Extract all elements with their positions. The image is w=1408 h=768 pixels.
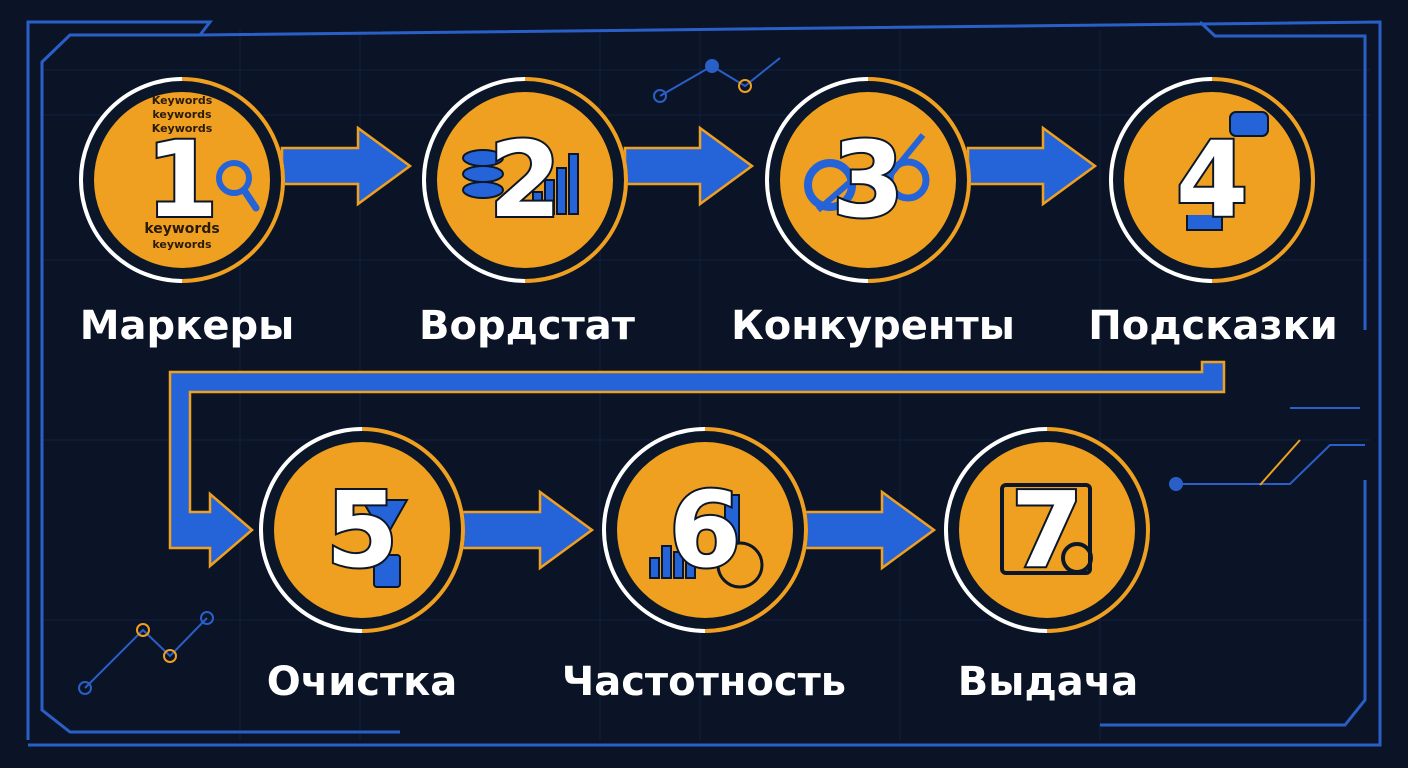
step-label-5: Очистка [267, 659, 458, 705]
bar [661, 545, 672, 579]
step-number-3: 3 [832, 119, 904, 241]
circuit-decoration-bottom [78, 611, 214, 695]
steps: KeywordskeywordsKeywordskeywordskeywords… [79, 77, 1315, 633]
ring-right-arc [704, 427, 808, 633]
arrow-2-3 [623, 125, 755, 207]
step-number-5: 5 [326, 469, 398, 591]
keyword-word: Keywords [152, 94, 213, 107]
lightbulb-chat-icon [1186, 111, 1269, 231]
bar [532, 191, 543, 215]
bar [556, 167, 567, 215]
step-number-7: 7 [1011, 469, 1083, 591]
step-disc [274, 442, 450, 618]
ring-left-arc [602, 427, 706, 633]
circuit-decoration-top [653, 57, 781, 103]
tech-frame [26, 20, 1382, 747]
step-6: 6 [602, 427, 808, 633]
browser-search-icon [1000, 483, 1093, 575]
step-label-3: Конкуренты [731, 303, 1015, 349]
trend-line-icon [816, 133, 926, 213]
ring-right-arc [181, 77, 285, 283]
step-disc [437, 92, 613, 268]
lightbulb-base-icon [1186, 215, 1223, 231]
arrow-1-2 [280, 125, 413, 207]
bar [649, 557, 660, 579]
ring-left-arc [422, 77, 526, 283]
ring-left-arc [765, 77, 869, 283]
keyword-word: keywords [152, 108, 212, 121]
arrows [168, 125, 1226, 571]
step-3: 3 [765, 77, 971, 283]
bar [685, 533, 696, 579]
step-label-6: Частотность [562, 659, 846, 705]
step-5: 5 [259, 427, 465, 633]
database-layer [462, 181, 504, 199]
step-label-4: Подсказки [1088, 303, 1338, 349]
step-label-1: Маркеры [80, 303, 295, 349]
bar [544, 179, 555, 215]
step-number-4: 4 [1176, 119, 1248, 241]
step-7: 7 [944, 427, 1150, 633]
magnifier-icon [216, 160, 252, 196]
funnel-trash-icon [360, 499, 409, 588]
step-1: KeywordskeywordsKeywordskeywordskeywords… [79, 77, 285, 283]
arrow-6-7 [800, 489, 937, 571]
browser-window-icon [1000, 483, 1092, 575]
step-2: 2 [422, 77, 628, 283]
keyword-word: keywords [152, 238, 212, 251]
ring-right-arc [867, 77, 971, 283]
bar [568, 153, 579, 215]
ring-left-arc [259, 427, 363, 633]
trash-icon [373, 554, 401, 588]
bar-chart-clock-icon [649, 494, 764, 589]
funnel-icon [360, 499, 409, 546]
ring-right-arc [361, 427, 465, 633]
arrow-5-6 [458, 489, 595, 571]
gears-trend-icon [804, 133, 930, 213]
step-label-2: Вордстат [419, 303, 636, 349]
keyword-word: keywords [144, 221, 219, 237]
ring-left-arc [79, 77, 183, 283]
ring-right-arc [1211, 77, 1315, 283]
arrow-3-4 [966, 125, 1098, 207]
step-disc [94, 92, 270, 268]
step-number-2: 2 [489, 119, 561, 241]
ring-left-arc [944, 427, 1048, 633]
step-number-6: 6 [669, 469, 741, 591]
clock-icon [716, 541, 764, 589]
connector-4-5 [168, 360, 1226, 569]
step-number-1: 1 [146, 119, 218, 241]
circuit-decoration-right [1169, 407, 1365, 491]
database-bar-chart-icon [462, 149, 579, 215]
keyword-word: Keywords [152, 122, 213, 135]
ring-right-arc [1046, 427, 1150, 633]
step-4: 4 [1109, 77, 1315, 283]
ring-right-arc [524, 77, 628, 283]
bar [673, 551, 684, 579]
ring-left-arc [1109, 77, 1213, 283]
step-label-7: Выдача [958, 659, 1138, 705]
chat-bubble-icon [1229, 111, 1269, 137]
search-icon [1061, 542, 1093, 574]
magnifier-handle [240, 186, 260, 212]
gear-icon [804, 159, 856, 211]
